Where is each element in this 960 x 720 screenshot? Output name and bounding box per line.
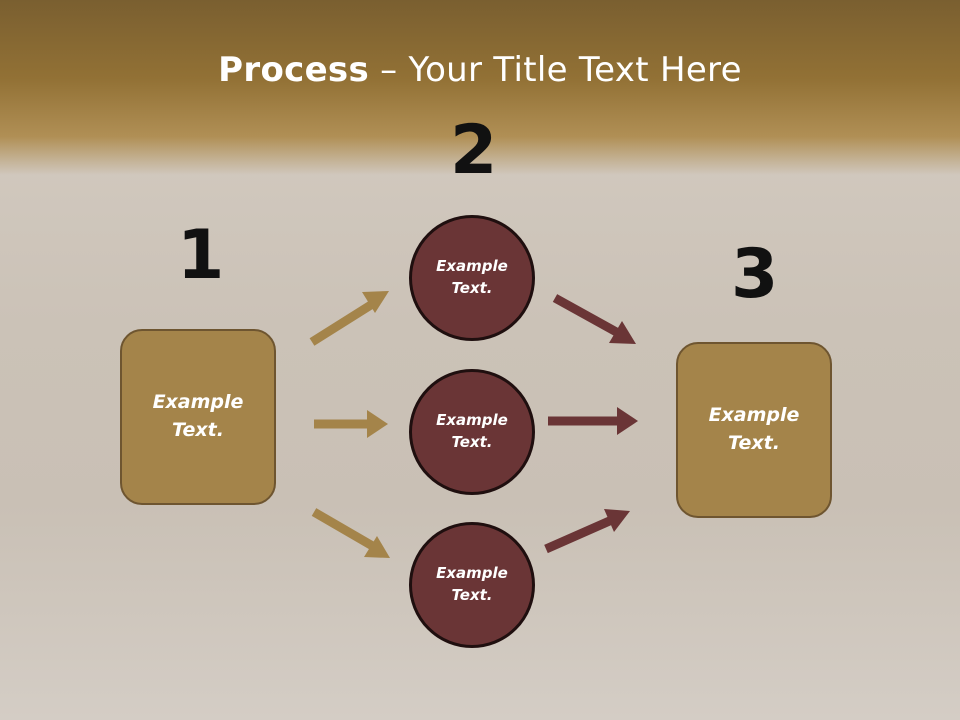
- step-number-1: 1: [177, 216, 225, 295]
- step-1-text: Example Text.: [152, 391, 244, 441]
- step-1-box: Example Text.: [120, 329, 276, 505]
- step-number-2: 2: [450, 111, 498, 190]
- step-2-circle-bottom: Example Text.: [409, 522, 535, 648]
- step-3-box: Example Text.: [676, 342, 832, 518]
- step-number-3: 3: [731, 235, 779, 314]
- step-2-text-middle: Example Text.: [436, 411, 508, 451]
- arrow-maroon-down-icon: [552, 294, 636, 344]
- step-2-text-bottom: Example Text.: [436, 564, 508, 604]
- arrow-maroon-up-icon: [544, 509, 630, 554]
- step-2-circle-top: Example Text.: [409, 215, 535, 341]
- title-bold: Process: [218, 50, 370, 90]
- title-band: [0, 0, 960, 175]
- title-rest: – Your Title Text Here: [369, 50, 742, 90]
- arrow-maroon-right-icon: [548, 407, 638, 435]
- step-3-text: Example Text.: [708, 404, 800, 454]
- step-2-circle-middle: Example Text.: [409, 369, 535, 495]
- slide-title: Process – Your Title Text Here: [0, 50, 960, 90]
- step-2-text-top: Example Text.: [436, 257, 508, 297]
- arrow-gold-right-icon: [314, 410, 388, 438]
- arrow-gold-down-icon: [311, 508, 390, 558]
- arrow-gold-up-icon: [309, 291, 389, 346]
